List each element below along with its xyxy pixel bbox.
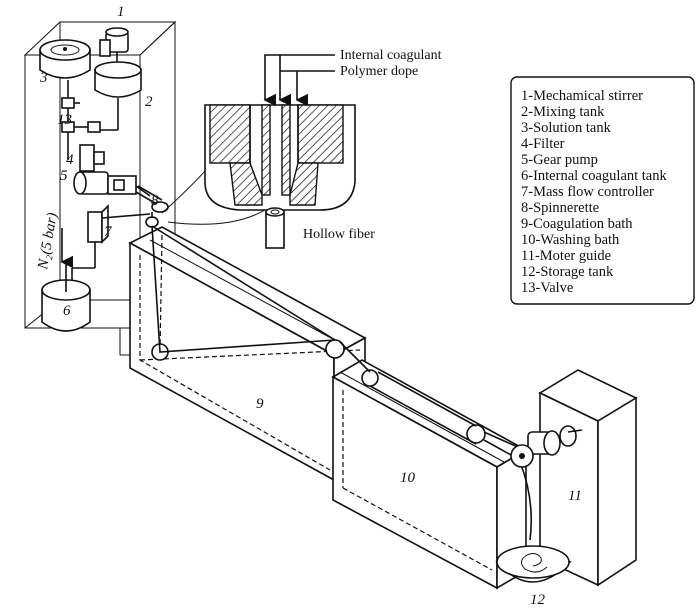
legend-box: 1-Mechamical stirrer 2-Mixing tank 3-Sol… — [510, 76, 695, 305]
mass-flow-controller — [71, 204, 151, 285]
polymer-dope-label: Polymer dope — [340, 64, 418, 79]
legend-item: 11-Moter guide — [521, 248, 611, 264]
label-1: 1 — [117, 4, 125, 20]
label-11: 11 — [568, 488, 582, 504]
spinnerette-detail — [161, 104, 356, 249]
mechanical-stirrer — [99, 27, 129, 68]
mixing-tank — [94, 61, 142, 131]
label-5: 5 — [60, 168, 68, 184]
internal-coagulant-label: Internal coagulant — [340, 48, 442, 63]
label-12: 12 — [530, 592, 546, 608]
legend-item: 12-Storage tank — [521, 264, 614, 280]
legend-item: 9-Coagulation bath — [521, 216, 633, 232]
legend-item: 7-Mass flow controller — [521, 184, 654, 200]
label-2: 2 — [145, 94, 153, 110]
legend-item: 1-Mechamical stirrer — [521, 88, 643, 104]
feed-arrows — [263, 54, 335, 107]
valve-lower — [61, 121, 101, 133]
label-10: 10 — [400, 470, 416, 486]
legend-item: 4-Filter — [521, 136, 565, 152]
filter — [79, 144, 105, 172]
washing-bath — [331, 359, 528, 590]
solution-tank — [39, 39, 91, 160]
legend-item: 3-Solution tank — [521, 120, 612, 136]
label-8: 8 — [151, 193, 159, 209]
label-13: 13 — [57, 112, 72, 128]
n2-pressure-label: N₂(5 bar) — [35, 211, 61, 271]
hollow-fiber-label: Hollow fiber — [303, 227, 375, 242]
legend-item: 5-Gear pump — [521, 152, 598, 168]
legend-item: 6-Internal coagulant tank — [521, 168, 667, 184]
fiber-path — [151, 225, 533, 541]
label-3: 3 — [39, 70, 48, 86]
valve-upper — [61, 97, 80, 109]
legend-item: 2-Mixing tank — [521, 104, 605, 120]
label-9: 9 — [256, 396, 264, 412]
label-4: 4 — [66, 152, 74, 168]
motor-guide — [510, 369, 638, 587]
gear-pump — [73, 171, 151, 197]
coagulation-bath — [128, 226, 367, 482]
legend-item: 10-Washing bath — [521, 232, 620, 248]
pipe-to-spinnerette — [135, 185, 169, 228]
internal-coagulant-tank — [41, 228, 91, 332]
legend-item: 8-Spinnerette — [521, 200, 599, 216]
legend-item: 13-Valve — [521, 280, 573, 296]
storage-tank — [495, 545, 572, 583]
label-6: 6 — [63, 303, 71, 319]
label-7: 7 — [104, 224, 113, 240]
